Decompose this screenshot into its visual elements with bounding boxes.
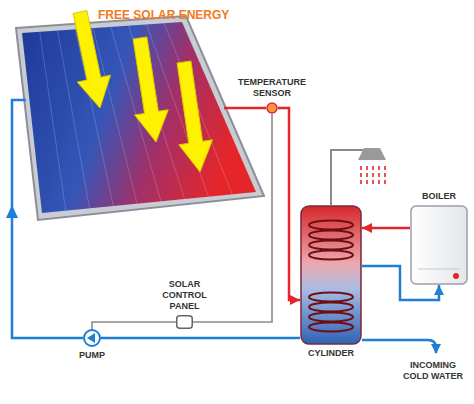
hot-water-cylinder: CYLINDER	[300, 205, 362, 345]
control-panel: SOLAR CONTROL PANEL	[176, 315, 193, 329]
water-drop	[378, 180, 380, 184]
water-drop	[366, 173, 368, 177]
part-label: CYLINDER	[308, 348, 354, 359]
water-drop	[372, 166, 374, 170]
water-pipe	[362, 227, 410, 230]
water-drop	[378, 166, 380, 170]
water-drop	[372, 180, 374, 184]
shower-head	[358, 148, 386, 160]
control-wire	[92, 322, 176, 329]
return-pipe	[12, 100, 83, 338]
part-label: TEMPERATURE SENSOR	[233, 77, 311, 99]
water-drop	[360, 173, 362, 177]
control-panel-outline	[176, 315, 193, 329]
boiler-unit: BOILER	[410, 205, 468, 285]
water-drop	[384, 173, 386, 177]
sun-ray-arrow	[177, 61, 212, 172]
water-pipe	[278, 108, 300, 300]
boiler-unit-outline	[410, 205, 468, 285]
collector-frame	[16, 16, 264, 220]
sun-ray-arrow	[73, 11, 110, 108]
part-label: SOLAR CONTROL PANEL	[150, 279, 220, 312]
water-pipe	[101, 337, 300, 340]
energy-caption: FREE SOLAR ENERGY	[98, 8, 229, 22]
water-drop	[360, 166, 362, 170]
collector-fin	[40, 32, 66, 211]
collector-fins	[40, 23, 232, 210]
water-drop	[372, 173, 374, 177]
collector-fin	[93, 28, 137, 204]
part-label: BOILER	[422, 191, 456, 202]
sun-ray-arrow	[133, 37, 168, 142]
flow-arrow	[6, 205, 18, 218]
flow-pipe	[224, 107, 266, 110]
hot-water-cylinder-outline	[300, 205, 362, 345]
pump-symbol: PUMP	[83, 329, 101, 347]
water-drop	[378, 173, 380, 177]
collector-fin	[164, 23, 232, 194]
water-drop	[384, 180, 386, 184]
part-label: PUMP	[79, 350, 105, 361]
sun-rays	[73, 11, 212, 172]
temperature-sensor-outline	[266, 102, 278, 114]
solar-collector	[22, 22, 256, 213]
water-drop	[360, 180, 362, 184]
shower-water	[361, 166, 385, 184]
temperature-sensor: TEMPERATURE SENSOR	[266, 102, 278, 114]
water-drop	[366, 180, 368, 184]
water-drop	[366, 166, 368, 170]
water-drop	[384, 166, 386, 170]
cold-water-pipe	[362, 340, 436, 353]
inlet-label: INCOMING COLD WATER	[398, 360, 468, 382]
pump-symbol-outline	[83, 329, 101, 347]
